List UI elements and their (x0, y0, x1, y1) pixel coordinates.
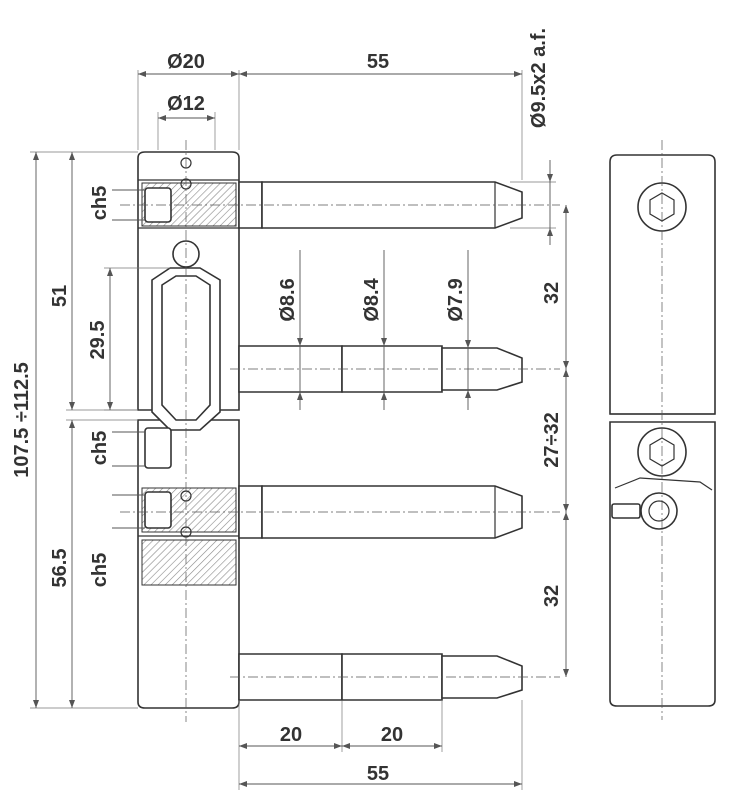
pin-middle-lower (120, 485, 560, 539)
dim-r32a-label: 32 (541, 282, 563, 304)
dim-d86: Ø8.6 (277, 250, 303, 410)
dim-b20a-label: 20 (280, 724, 302, 746)
dim-af: Ø9.5x2 a.f. (510, 28, 556, 245)
dim-dia12-label: Ø12 (167, 93, 205, 115)
dim-d86-label: Ø8.6 (277, 278, 299, 321)
dim-h29-label: 29.5 (87, 321, 109, 360)
section-hatch-lower (141, 539, 237, 586)
dim-b20b-label: 20 (381, 724, 403, 746)
pin-top (120, 181, 560, 229)
dim-h107: 107.5 ÷112.5 (11, 151, 138, 709)
dim-r32b: 32 (541, 512, 569, 677)
hinge-body-front (137, 140, 240, 722)
dim-h107-label: 107.5 ÷112.5 (11, 362, 33, 478)
dim-ch5-top-label: ch5 (89, 186, 111, 220)
dim-d79: Ø7.9 (445, 250, 471, 410)
dim-b55: 55 (239, 700, 523, 790)
dim-d79-label: Ø7.9 (445, 278, 467, 321)
dim-ch5-middle-label: ch5 (89, 431, 111, 465)
dim-r32b-label: 32 (541, 585, 563, 607)
dim-h56-label: 56.5 (49, 549, 71, 588)
dim-b55-label: 55 (367, 763, 389, 785)
dim-b20a: 20 (238, 700, 443, 790)
dim-h56: 56.5 (49, 419, 138, 708)
dim-r27: 27÷32 (541, 369, 569, 512)
dim-dia20: Ø20 (137, 51, 240, 150)
hinge-side-view (609, 140, 716, 720)
dim-r27-label: 27÷32 (541, 412, 563, 467)
dim-top55-label: 55 (367, 51, 389, 73)
dim-af-label: Ø9.5x2 a.f. (528, 28, 550, 128)
dim-b20b: 20 (342, 724, 442, 749)
dim-dia20-label: Ø20 (167, 51, 205, 73)
dim-h51-label: 51 (49, 285, 71, 307)
dim-ch5-top: ch5 (89, 186, 145, 221)
dim-d84: Ø8.4 (361, 250, 387, 410)
dim-r32a: 32 (541, 205, 569, 369)
dim-dia12: Ø12 (157, 93, 216, 150)
dim-ch5-bottom: ch5 (89, 494, 145, 587)
dim-d84-label: Ø8.4 (361, 277, 383, 321)
dim-ch5-bottom-label: ch5 (89, 553, 111, 587)
pin-bottom (230, 653, 560, 701)
dim-top55: 55 (239, 51, 523, 180)
pin-middle-upper (230, 345, 560, 393)
dim-h29: 29.5 (87, 267, 170, 411)
dim-ch5-middle: ch5 (89, 431, 145, 467)
